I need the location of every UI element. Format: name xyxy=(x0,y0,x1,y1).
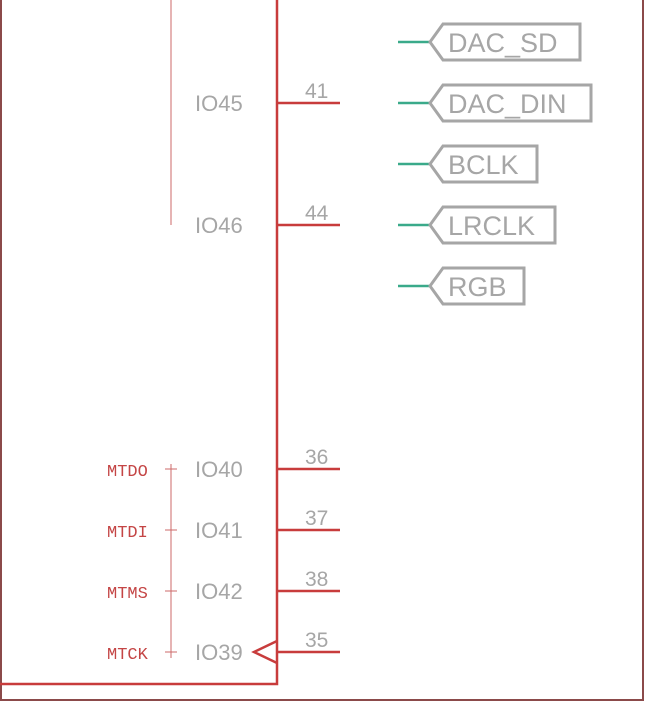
net-label-frame-lrclk[interactable] xyxy=(428,205,557,245)
pin-name-io42: IO42 xyxy=(195,579,243,604)
net-label-bclk: BCLK xyxy=(448,150,519,180)
net-label-dac-din: DAC_DIN xyxy=(448,89,567,119)
pin-number-44: 44 xyxy=(305,202,329,225)
jtag-label-mtdi: MTDI xyxy=(107,524,148,543)
clock-input-marker xyxy=(251,639,278,665)
jtag-label-mtck: MTCK xyxy=(107,646,149,665)
pin-name-io45: IO45 xyxy=(195,91,243,116)
pin-name-io41: IO41 xyxy=(195,518,243,543)
pin-number-35: 35 xyxy=(305,629,328,652)
pin-number-36: 36 xyxy=(305,446,328,469)
pin-name-io40: IO40 xyxy=(195,457,243,482)
net-label-rgb: RGB xyxy=(448,272,507,302)
net-label-dac-sd: DAC_SD xyxy=(448,28,558,58)
jtag-label-mtms: MTMS xyxy=(107,585,148,604)
pin-name-io46: IO46 xyxy=(195,213,243,238)
net-label-frame-rgb[interactable] xyxy=(428,266,526,306)
pin-number-41: 41 xyxy=(305,80,328,103)
pin-name-io39: IO39 xyxy=(195,640,243,665)
net-label-frame-bclk[interactable] xyxy=(428,144,539,184)
net-label-frame-dac-din[interactable] xyxy=(428,83,593,123)
jtag-label-mtdo: MTDO xyxy=(107,463,148,482)
pin-number-37: 37 xyxy=(305,507,328,530)
net-label-frame-dac-sd[interactable] xyxy=(428,22,582,62)
component-body-outline xyxy=(0,0,279,686)
pin-number-38: 38 xyxy=(305,568,328,591)
net-label-lrclk: LRCLK xyxy=(448,211,535,241)
